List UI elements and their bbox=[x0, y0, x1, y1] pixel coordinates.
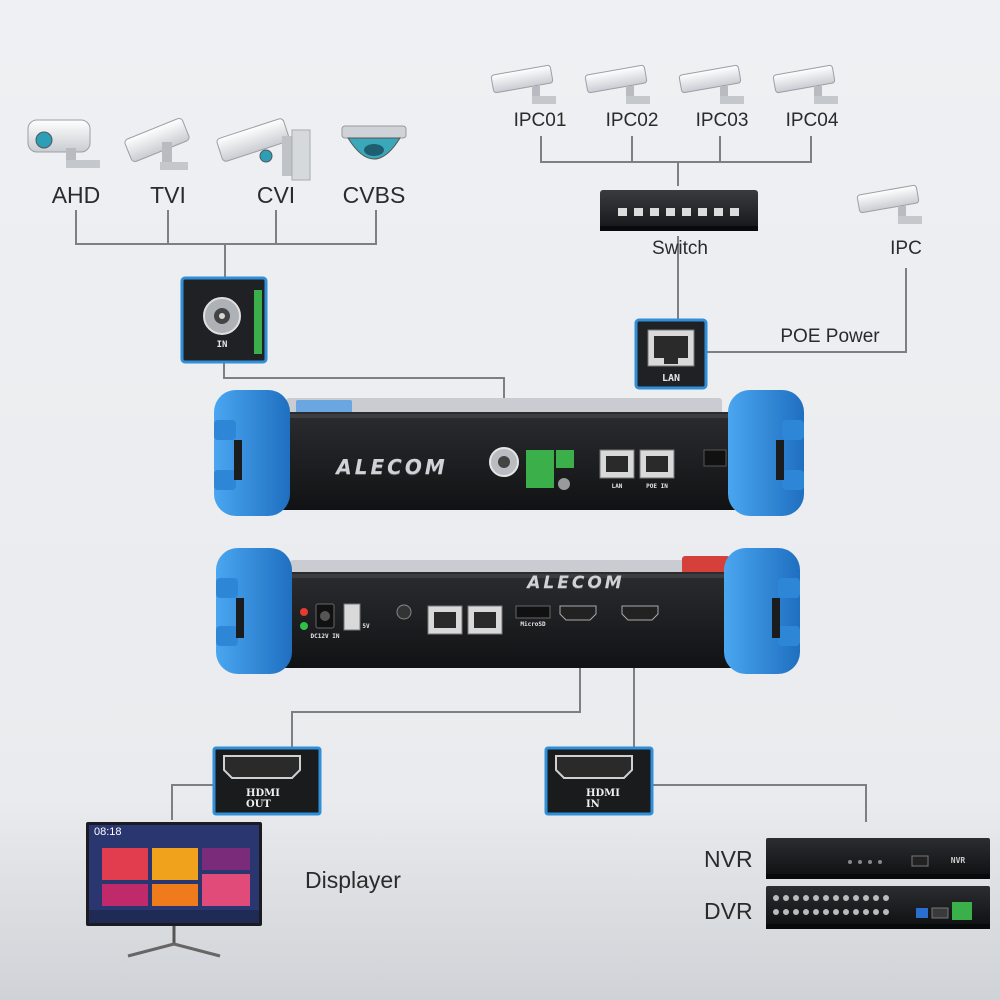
dvr-recorder-icon bbox=[766, 886, 990, 929]
nvr-face-text: NVR bbox=[950, 856, 966, 865]
monitor-screen-time: 08:18 bbox=[94, 826, 122, 838]
displayer-label: Displayer bbox=[305, 867, 401, 893]
cvi-camera-icon bbox=[216, 118, 311, 181]
tester-bottom-panel bbox=[216, 548, 800, 674]
poe-power-label: POE Power bbox=[780, 326, 880, 347]
camera-label-ahd: AHD bbox=[51, 182, 101, 208]
ipc-camera-icon bbox=[856, 184, 922, 224]
bnc-input-port bbox=[180, 276, 268, 364]
hdmi-out-port bbox=[212, 746, 322, 816]
tester-top-panel bbox=[214, 390, 804, 516]
camera-label-tvi: TVI bbox=[150, 182, 186, 208]
ipc-label-ipc03: IPC03 bbox=[695, 110, 749, 131]
ahd-camera-icon bbox=[27, 119, 100, 168]
nvr-label: NVR bbox=[704, 846, 753, 872]
brand-logo-bottom: ALECOM bbox=[527, 573, 625, 593]
lan-port-label: LAN bbox=[661, 373, 681, 384]
hdmi-in-port bbox=[544, 746, 654, 816]
camera-label-cvbs: CVBS bbox=[342, 182, 406, 208]
displayer-monitor-icon bbox=[86, 822, 262, 958]
ipc03-camera-icon bbox=[678, 64, 744, 104]
dc-port-label: DC12V IN bbox=[310, 633, 340, 640]
camera-label-cvi: CVI bbox=[256, 182, 296, 208]
bnc-port-label: IN bbox=[216, 340, 228, 350]
switch-label: Switch bbox=[652, 238, 708, 259]
ipc-label: IPC bbox=[890, 238, 922, 259]
cvbs-dome-camera-icon bbox=[341, 125, 407, 160]
connector-lines bbox=[75, 136, 907, 822]
dvr-label: DVR bbox=[704, 898, 753, 924]
ipc04-camera-icon bbox=[772, 64, 838, 104]
top-lan-port-label: LAN bbox=[611, 483, 623, 490]
ipc02-camera-icon bbox=[584, 64, 650, 104]
hdmi-in-label: HDMI IN bbox=[586, 788, 620, 810]
ipc-label-ipc02: IPC02 bbox=[605, 110, 659, 131]
ipc01-camera-icon bbox=[490, 64, 556, 104]
network-switch-icon bbox=[600, 190, 758, 231]
brand-logo-top: ALECOM bbox=[336, 455, 448, 479]
top-poe-port-label: POE IN bbox=[646, 483, 668, 490]
tvi-camera-icon bbox=[124, 117, 190, 170]
microsd-slot-label: MicroSD bbox=[520, 621, 546, 628]
nvr-recorder-icon bbox=[766, 838, 990, 879]
usb-port-label: 5V bbox=[362, 623, 370, 630]
ipc-label-ipc04: IPC04 bbox=[785, 110, 839, 131]
hdmi-out-label: HDMI OUT bbox=[246, 788, 280, 810]
lan-port bbox=[634, 318, 708, 390]
ipc-label-ipc01: IPC01 bbox=[513, 110, 567, 131]
